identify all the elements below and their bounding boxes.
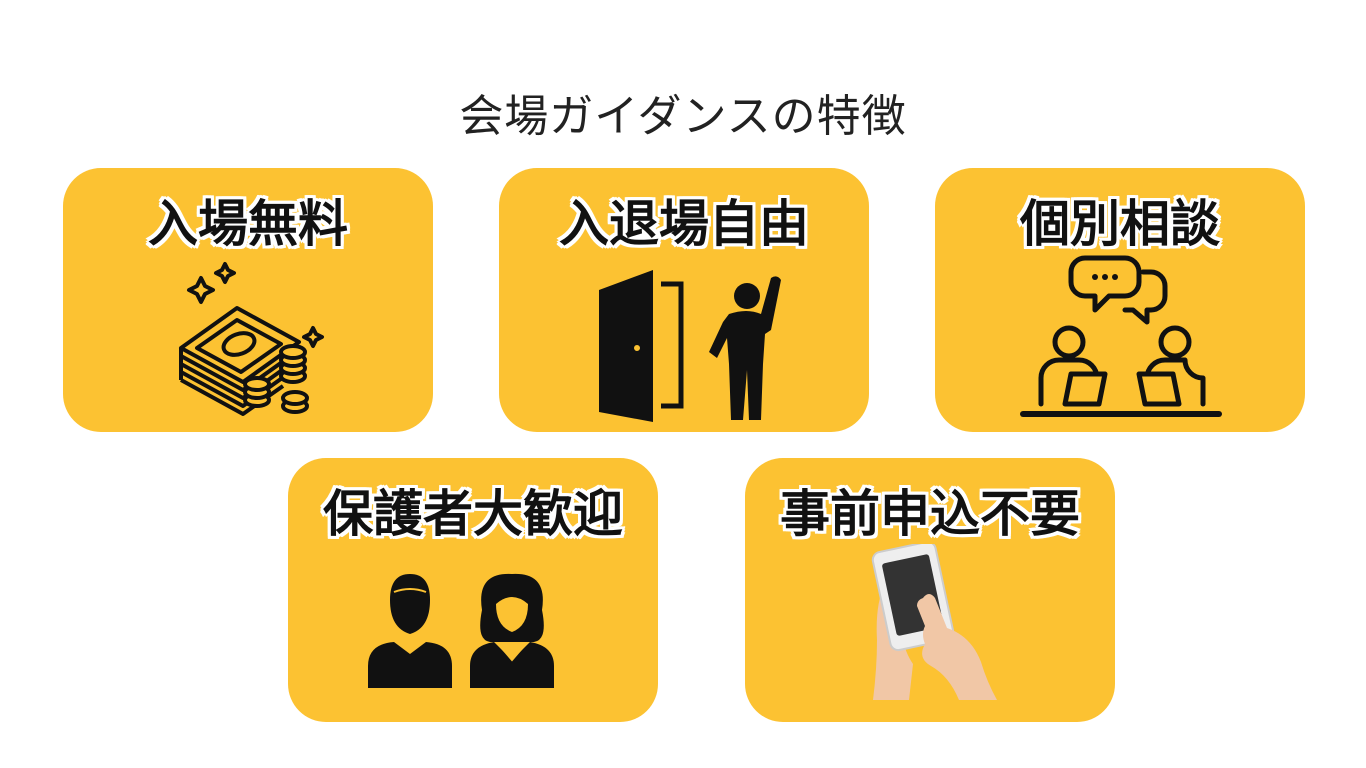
feature-card-label: 入退場自由 — [559, 195, 809, 253]
feature-card-label: 保護者大歓迎 — [323, 485, 623, 543]
feature-card-label: 個別相談 — [1020, 195, 1220, 253]
page-title: 会場ガイダンスの特徴 — [459, 91, 907, 142]
door-person-icon — [599, 270, 781, 422]
money-stack-icon — [179, 262, 324, 416]
smartphone-hand-icon — [871, 544, 997, 700]
feature-card-no-registration: 事前申込不要 — [745, 458, 1115, 722]
feature-card-label: 入場無料 — [148, 195, 348, 253]
feature-card-label: 事前申込不要 — [780, 485, 1080, 543]
feature-card-parents-welcome: 保護者大歓迎 — [288, 458, 658, 722]
feature-card-individual-consultation: 個別相談 — [935, 168, 1305, 432]
feature-card-free-entry: 入場無料 — [63, 168, 433, 432]
parents-icon — [368, 573, 554, 688]
consultation-icon — [1020, 255, 1222, 417]
feature-card-free-in-out: 入退場自由 — [499, 168, 869, 432]
